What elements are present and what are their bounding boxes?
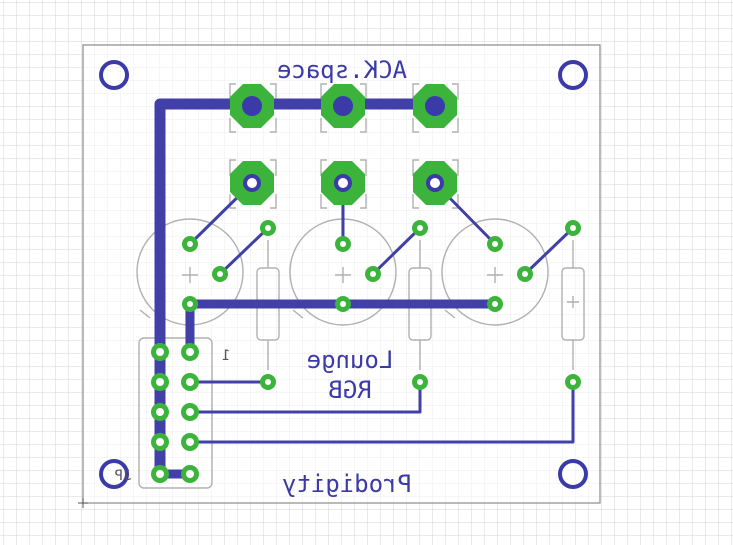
connector-name: JP (115, 468, 132, 484)
mounting-hole-tl (99, 60, 129, 90)
pad-mid-3 (413, 161, 457, 205)
mounting-hole-br (558, 459, 588, 489)
pad-mid-1 (230, 161, 274, 205)
pad-brackets (229, 83, 459, 209)
transistor-outline-3 (441, 218, 549, 326)
base-trace-2 (371, 226, 422, 276)
large-pads (230, 84, 457, 205)
pad-top-2 (321, 84, 365, 128)
mounting-holes (99, 60, 588, 489)
author-text: Prodigity (282, 470, 412, 498)
label-line-2: RGB (328, 376, 371, 404)
pad-top-1 (230, 84, 274, 128)
small-pads (151, 220, 581, 483)
pad-mid-2 (321, 161, 365, 205)
pad-top-3 (413, 84, 457, 128)
tr3-pads (487, 236, 533, 312)
pin1-label: 1 (222, 348, 230, 364)
mounting-hole-bl (99, 459, 129, 489)
board-title: ACK.space (277, 56, 407, 84)
signal-trace-2 (188, 380, 422, 414)
header-pins (151, 343, 199, 483)
silkscreen-layer (136, 83, 585, 489)
base-trace-3 (523, 226, 575, 276)
resistor-pads (260, 220, 581, 390)
signal-trace-3 (188, 380, 575, 444)
base-trace-1 (218, 226, 270, 276)
mounting-hole-tr (558, 60, 588, 90)
tr1-pads (182, 236, 228, 312)
label-line-1: Lounge (307, 346, 394, 374)
tr2-pads (335, 236, 381, 312)
origin-cross (78, 498, 88, 508)
